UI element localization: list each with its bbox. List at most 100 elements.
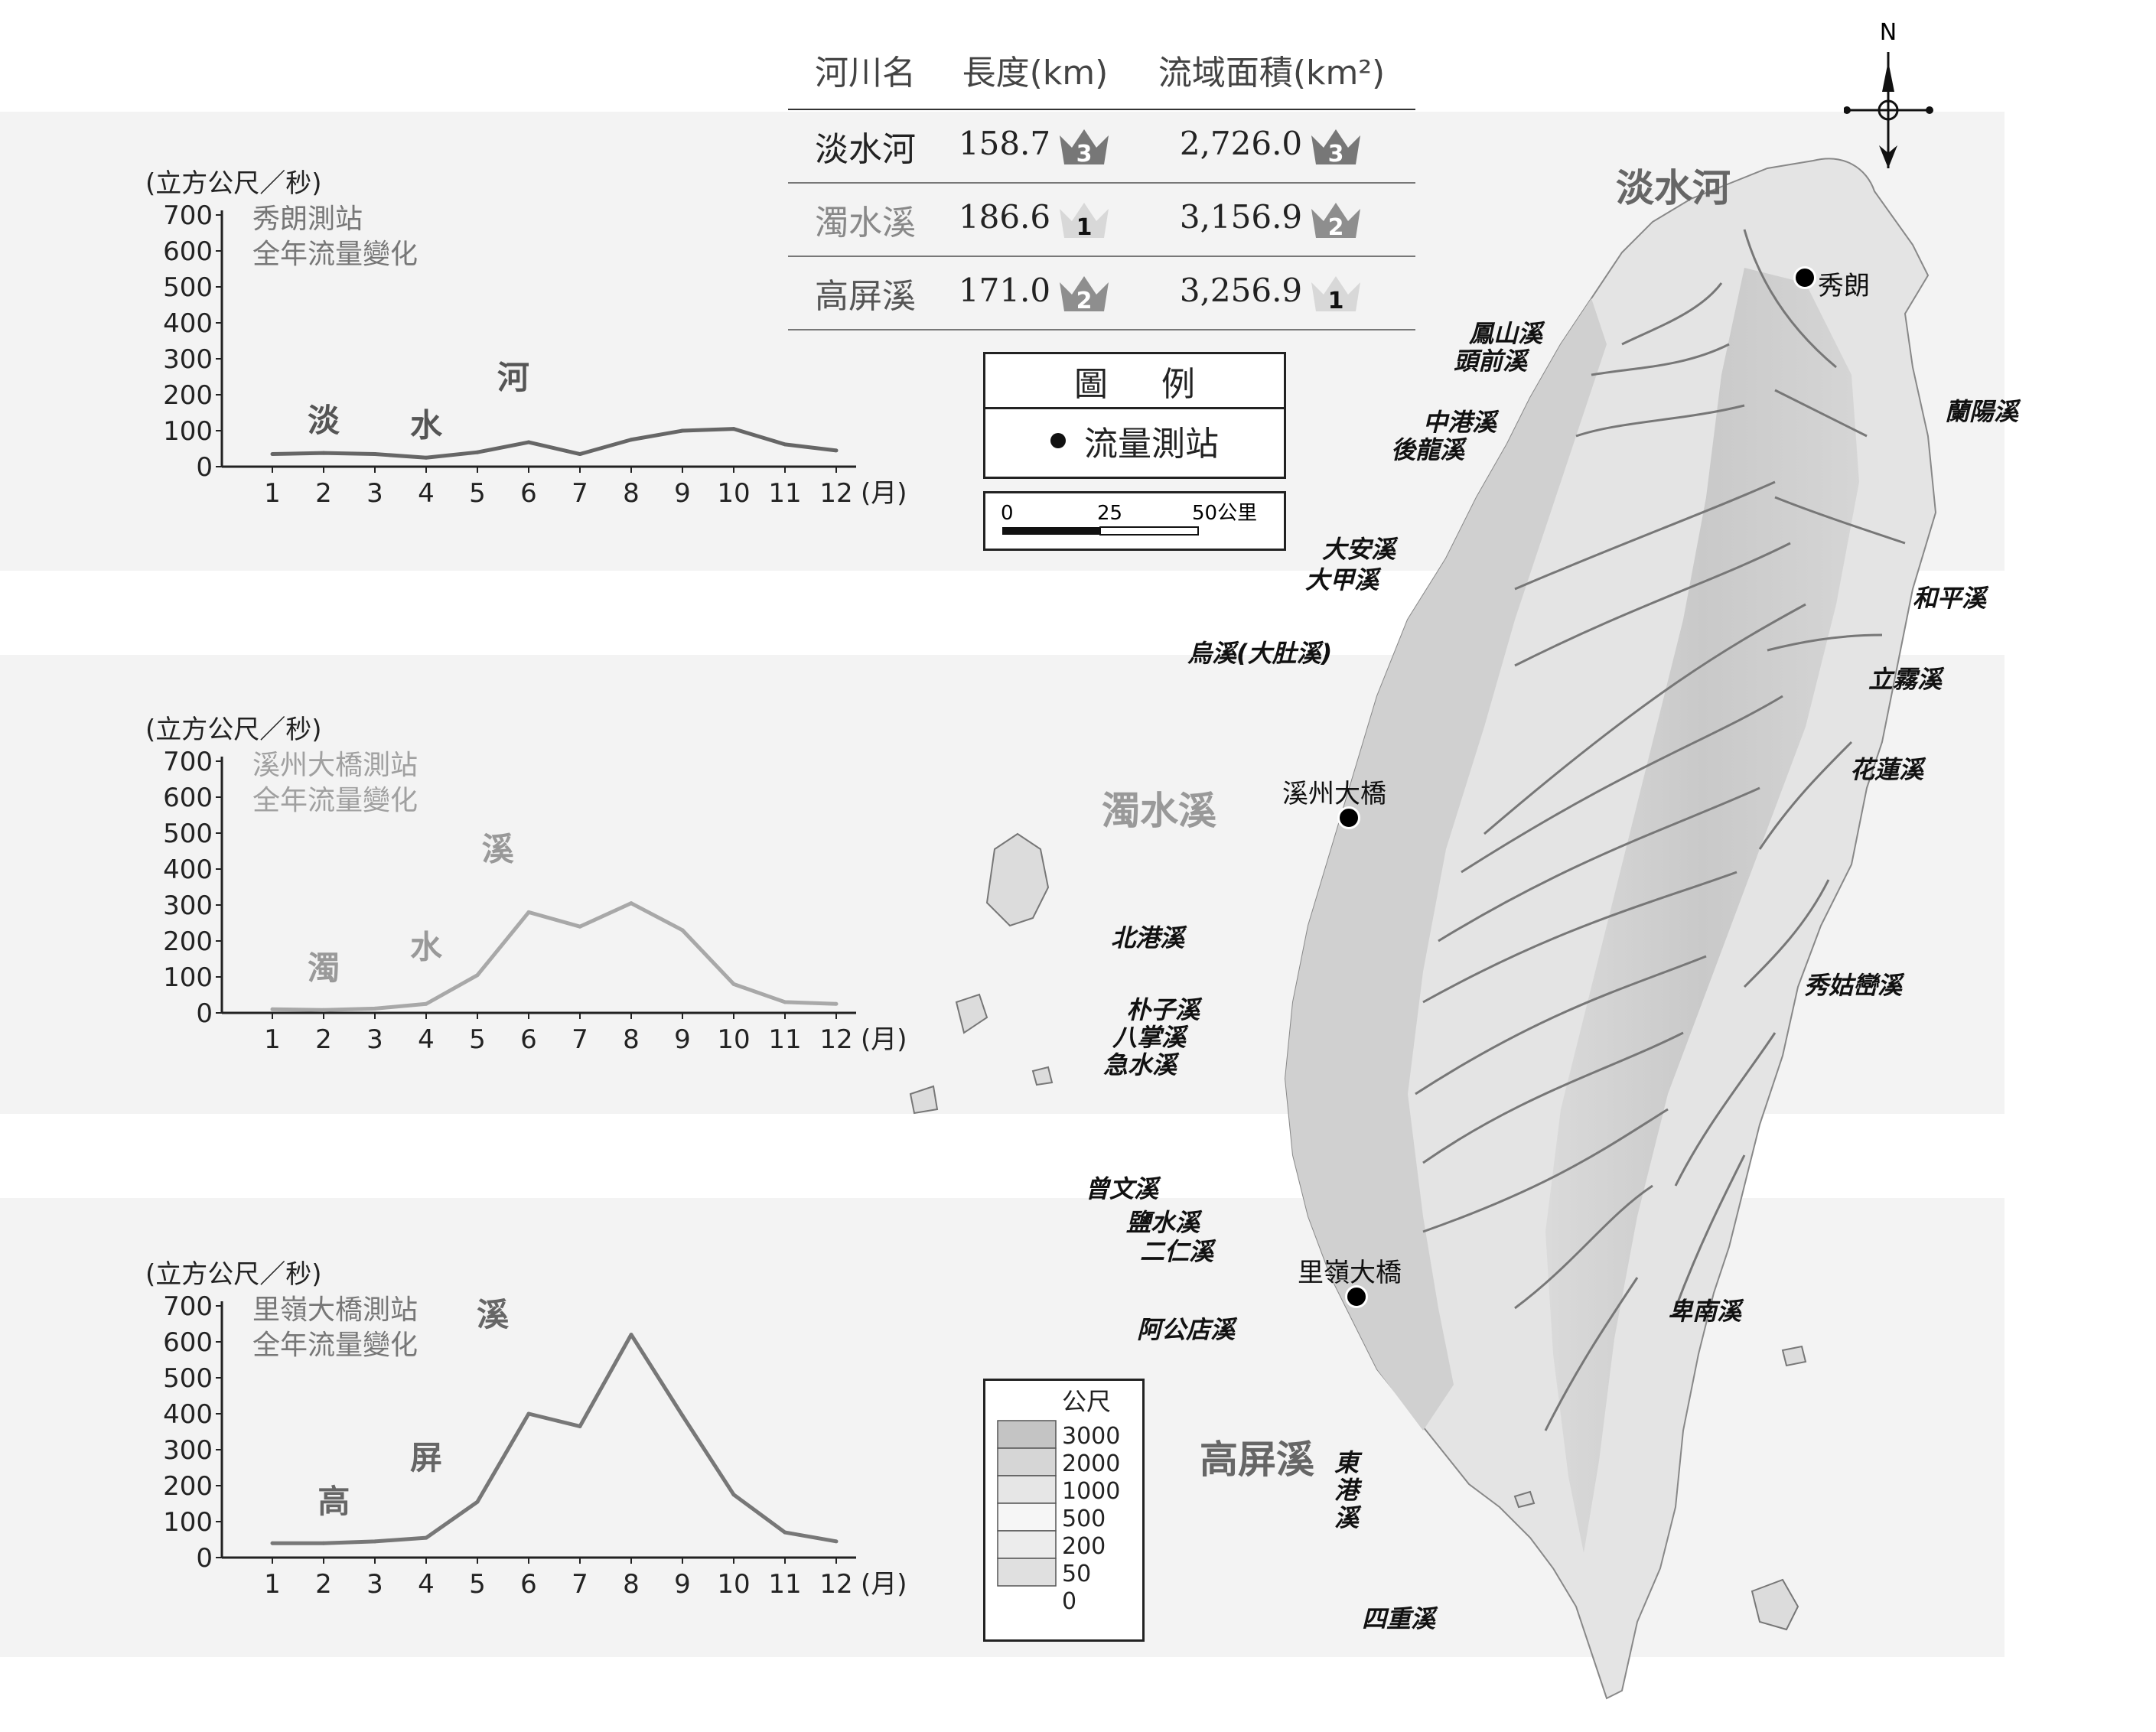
y-tick-label: 700 bbox=[163, 200, 213, 231]
river-char-label: 溪 bbox=[482, 831, 515, 868]
chart-station-title: 溪州大橋測站 全年流量變化 bbox=[252, 750, 418, 816]
chart-unit-label: (立方公尺／秒) bbox=[145, 168, 322, 199]
small-islands bbox=[1513, 1345, 1807, 1631]
series-point bbox=[680, 428, 685, 433]
y-tick-label: 300 bbox=[163, 1435, 213, 1466]
station-label-xiulang: 秀朗 bbox=[1818, 271, 1870, 301]
series-point bbox=[526, 910, 531, 914]
x-tick-label: 4 bbox=[418, 1024, 435, 1055]
y-tick-label: 400 bbox=[163, 1399, 213, 1430]
taiwan-relief-map bbox=[909, 158, 1937, 1700]
station-label-liling: 里嶺大橋 bbox=[1298, 1258, 1402, 1288]
x-tick-label: 5 bbox=[469, 1024, 486, 1055]
elevation-level-label: 500 bbox=[1062, 1506, 1106, 1532]
y-tick-label: 200 bbox=[163, 926, 213, 957]
x-axis-suffix: (月) bbox=[861, 1024, 907, 1055]
series-line bbox=[272, 1333, 837, 1545]
y-tick-label: 300 bbox=[163, 890, 213, 921]
table-cell-river-name: 高屏溪 bbox=[788, 256, 943, 330]
elevation-swatch bbox=[997, 1420, 1057, 1449]
x-tick-label: 1 bbox=[264, 1024, 281, 1055]
series-point bbox=[783, 1530, 787, 1535]
big-river-label-gaoping: 高屏溪 bbox=[1200, 1437, 1314, 1482]
series-point bbox=[629, 438, 633, 442]
x-tick-label: 11 bbox=[768, 1569, 801, 1600]
series-point bbox=[680, 928, 685, 933]
river-label: 大安溪 bbox=[1322, 535, 1396, 564]
y-tick-label: 500 bbox=[163, 1363, 213, 1394]
x-tick-label: 7 bbox=[572, 1024, 588, 1055]
river-label: 大甲溪 bbox=[1305, 565, 1379, 594]
x-tick-label: 9 bbox=[674, 478, 691, 509]
series-line bbox=[272, 901, 837, 1012]
compass-icon: N bbox=[1843, 19, 1933, 168]
river-label: 後龍溪 bbox=[1391, 435, 1465, 464]
y-tick-label: 500 bbox=[163, 272, 213, 303]
rank-crown-icon: 1 bbox=[1311, 276, 1361, 314]
chart-unit-label: (立方公尺／秒) bbox=[145, 1259, 322, 1290]
rank-crown-icon: 3 bbox=[1060, 129, 1109, 168]
series-point bbox=[578, 452, 582, 457]
series-point bbox=[270, 452, 275, 457]
svg-text:2: 2 bbox=[1076, 288, 1093, 314]
river-label: 立霧溪 bbox=[1868, 665, 1943, 694]
y-tick-label: 200 bbox=[163, 1471, 213, 1502]
x-tick-label: 8 bbox=[623, 1569, 640, 1600]
series-point bbox=[270, 1007, 275, 1011]
river-label: 蘭陽溪 bbox=[1945, 397, 2019, 426]
x-tick-label: 6 bbox=[520, 478, 537, 509]
series-point bbox=[424, 1535, 428, 1540]
y-tick-label: 0 bbox=[196, 1543, 213, 1574]
series-point bbox=[373, 452, 377, 457]
river-label: 卑南溪 bbox=[1668, 1297, 1742, 1326]
series-point bbox=[424, 1001, 428, 1006]
y-tick-label: 600 bbox=[163, 1327, 213, 1358]
elevation-level-label: 200 bbox=[1062, 1533, 1106, 1560]
big-river-label-tamsui: 淡水河 bbox=[1616, 166, 1731, 210]
elevation-swatch bbox=[997, 1558, 1057, 1587]
scale-tick-25: 25 bbox=[1097, 502, 1122, 525]
rank-crown-icon: 2 bbox=[1060, 276, 1109, 314]
station-label-xizhou: 溪州大橋 bbox=[1282, 779, 1386, 809]
north-letter: N bbox=[1880, 19, 1897, 46]
x-axis-suffix: (月) bbox=[861, 1569, 907, 1600]
series-point bbox=[373, 1539, 377, 1544]
svg-text:1: 1 bbox=[1328, 288, 1344, 314]
elevation-level-label: 3000 bbox=[1062, 1423, 1120, 1450]
map-scale-bar: 0 25 50公里 bbox=[983, 491, 1286, 551]
x-tick-label: 1 bbox=[264, 1569, 281, 1600]
x-tick-label: 6 bbox=[520, 1569, 537, 1600]
x-tick-label: 8 bbox=[623, 478, 640, 509]
y-tick-label: 100 bbox=[163, 962, 213, 993]
river-network bbox=[1415, 229, 1906, 1431]
table-header-river: 河川名 bbox=[788, 31, 943, 110]
series-point bbox=[526, 1411, 531, 1416]
map-legend: 圖例 流量測站 bbox=[983, 352, 1286, 479]
series-point bbox=[731, 982, 736, 986]
x-tick-label: 11 bbox=[768, 1024, 801, 1055]
series-point bbox=[783, 1000, 787, 1004]
series-point bbox=[321, 1541, 326, 1545]
scale-tick-50: 50公里 bbox=[1192, 502, 1257, 525]
x-tick-label: 2 bbox=[315, 478, 332, 509]
series-point bbox=[834, 1539, 839, 1544]
river-label: 四重溪 bbox=[1362, 1604, 1436, 1633]
series-point bbox=[783, 442, 787, 447]
series-point bbox=[578, 924, 582, 929]
elevation-swatch bbox=[997, 1447, 1057, 1476]
north-arrow: N bbox=[1843, 15, 1936, 179]
series-point bbox=[629, 1333, 633, 1337]
series-point bbox=[373, 1006, 377, 1011]
y-tick-label: 100 bbox=[163, 416, 213, 447]
river-char-label: 屏 bbox=[410, 1439, 442, 1476]
x-tick-label: 7 bbox=[572, 478, 588, 509]
river-char-label: 河 bbox=[497, 359, 529, 396]
